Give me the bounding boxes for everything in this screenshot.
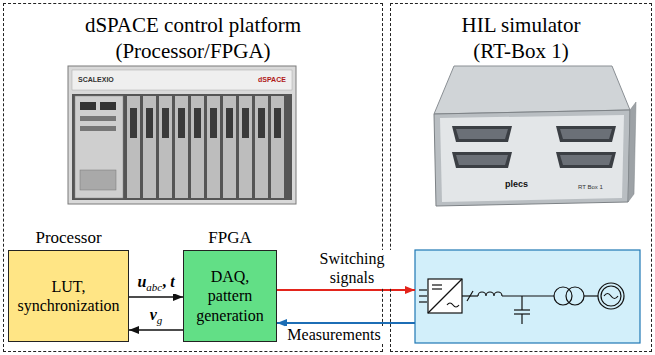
hil-circuit-panel-part-part [428, 279, 462, 313]
math-symbol-part: abc [146, 281, 162, 293]
scalexio-rack-part [100, 102, 116, 110]
hil-circuit-panel-part [415, 250, 640, 343]
rt-box-device-part [440, 115, 624, 202]
math-symbol-part: , [162, 273, 170, 290]
reference-arrow-label: uabc, t [135, 273, 176, 294]
scalexio-rack-part [178, 108, 185, 138]
scalexio-rack-part [194, 108, 201, 138]
rt-box-device-part [456, 129, 508, 139]
scalexio-rack [68, 66, 296, 204]
scalexio-rack-part [162, 108, 169, 138]
scalexio-rack-part [143, 96, 156, 198]
scalexio-rack-part [274, 108, 281, 138]
rt-box-device-part [560, 155, 612, 165]
rack-model-text: SCALEXIO [78, 76, 114, 83]
hil-circuit-panel-part-part [432, 284, 442, 285]
scalexio-rack-part [191, 96, 204, 198]
scalexio-rack-part [80, 170, 116, 190]
math-symbol-part: t [170, 273, 174, 290]
scalexio-rack-part [175, 96, 188, 198]
hil-circuit-panel-part-part [502, 295, 554, 296]
scalexio-rack-part [68, 66, 296, 204]
platform-title: dSPACE control platform (Processor/FPGA) [73, 12, 313, 65]
rt-box-device-part [434, 110, 630, 206]
rt-box-device-part [556, 152, 616, 168]
math-symbol-part: v [150, 306, 157, 323]
switching-signal-arrow [277, 289, 415, 291]
hil-circuit-panel-part-part [601, 286, 621, 306]
hil-circuit-panel-part-part [598, 283, 624, 309]
scalexio-rack-part [207, 96, 220, 198]
hil-circuit-panel-part-part [419, 301, 427, 302]
scalexio-rack-part [223, 96, 236, 198]
scalexio-rack-part [130, 108, 137, 138]
fpga-box: FPGADAQ, pattern generation [183, 250, 277, 342]
scalexio-rack-part [72, 94, 292, 200]
scalexio-rack-part [80, 102, 96, 110]
scalexio-rack-part [210, 108, 217, 138]
rt-box-device-part [452, 152, 512, 168]
scalexio-rack-part [258, 108, 265, 138]
hil-circuit-panel-part-part [428, 279, 462, 313]
scalexio-rack-part [242, 108, 249, 138]
scalexio-rack-part [127, 96, 140, 198]
hil-circuit-panel [415, 250, 640, 343]
processor-function: LUT, synchronization [17, 277, 119, 315]
scalexio-rack-part [80, 126, 116, 131]
scalexio-rack-part [159, 96, 172, 198]
measurement-arrow [277, 322, 415, 324]
rt-box-device-part [434, 66, 630, 114]
hil-frame: HIL simulator (RT-Box 1) [390, 3, 652, 352]
scalexio-rack-part [239, 96, 252, 198]
reference-arrow [129, 296, 183, 297]
scalexio-rack-part [146, 108, 153, 138]
hil-circuit-panel-part-part [432, 288, 442, 289]
scalexio-rack-part [255, 96, 268, 198]
scalexio-rack-part [80, 116, 116, 121]
platform-frame: dSPACE control platform (Processor/FPGA)… [3, 3, 383, 352]
processor-box: ProcessorLUT, synchronization [8, 250, 129, 342]
grid-voltage-arrow-label: vg [148, 306, 165, 327]
rack-brand-text: dSPACE [258, 76, 286, 83]
fpga-heading: FPGA [208, 228, 251, 248]
rt-box-device-part [452, 126, 512, 142]
scalexio-rack-part [72, 70, 292, 90]
measurement-arrow-label: Measurements [285, 326, 382, 344]
hil-circuit-panel-part-part [584, 295, 598, 296]
rt-box-device-part [556, 126, 616, 142]
grid-voltage-arrow [129, 329, 183, 330]
rt-box-logo-text: plecs [505, 180, 528, 189]
hil-circuit-panel-part-part [447, 303, 459, 307]
rt-box-device-part [560, 129, 612, 139]
math-symbol-part: g [157, 314, 163, 326]
rt-box-device-part [456, 155, 508, 165]
hil-circuit-panel-part-part [419, 289, 427, 290]
hil-circuit-panel-part-part [521, 296, 522, 310]
hil-circuit-panel-part-part [521, 314, 522, 324]
hil-circuit-panel-part-part [604, 294, 618, 299]
rt-box-model-text: RT Box 1 [578, 184, 603, 190]
rt-box-device [434, 66, 636, 206]
rt-box-device-part [628, 102, 636, 202]
hil-title: HIL simulator (RT-Box 1) [446, 12, 596, 65]
hil-circuit-panel-part-part [419, 295, 427, 296]
scalexio-rack-part [75, 96, 123, 198]
hil-circuit-panel-part-part [566, 287, 584, 305]
hil-circuit-panel-part-part [478, 292, 502, 296]
hil-circuit-panel-part-part [514, 309, 530, 310]
hil-circuit-panel-part-part [467, 291, 473, 301]
processor-heading: Processor [35, 228, 101, 248]
hil-circuit-panel-part [419, 279, 624, 324]
fpga-function: DAQ, pattern generation [196, 267, 264, 325]
scalexio-rack-part [271, 96, 284, 198]
scalexio-rack-part [226, 108, 233, 138]
switching-signal-arrow-label: Switching signals [305, 250, 399, 287]
math-symbol-part: u [137, 273, 146, 290]
